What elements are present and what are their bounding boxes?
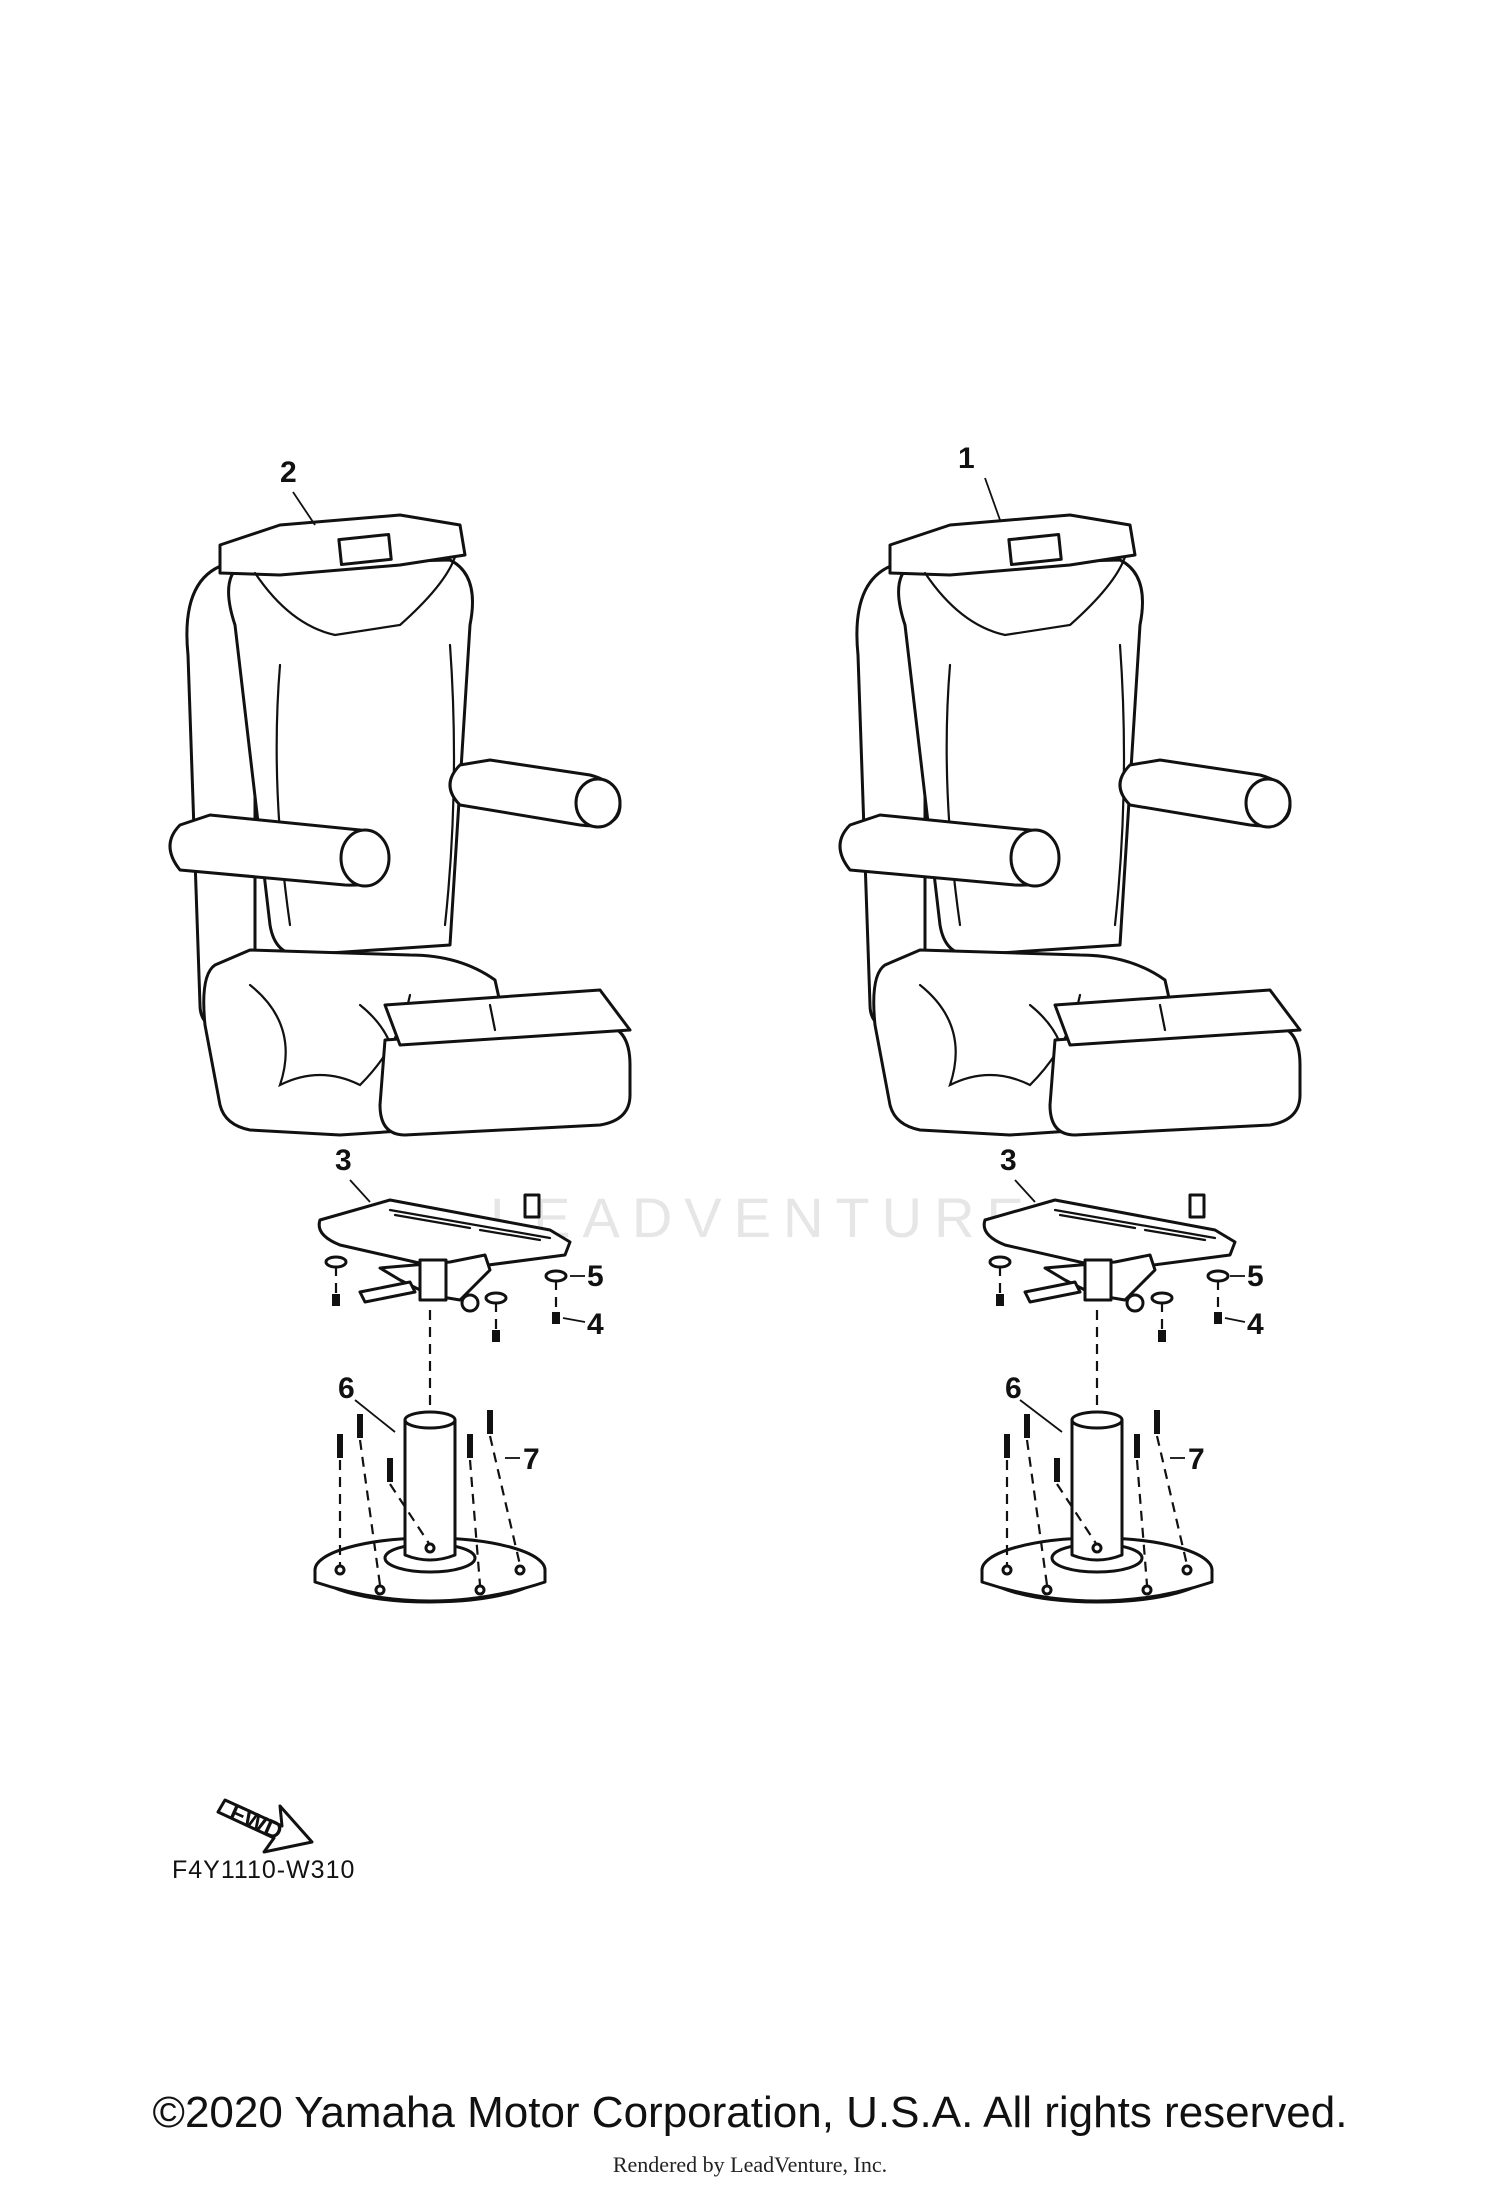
seat-assembly-right (838, 513, 1302, 1137)
callout-swivel-right: 3 (1000, 1144, 1017, 1177)
callout-labels: 2 1 3 3 5 5 4 4 6 6 7 7 (280, 442, 1264, 1476)
callout-nut-right: 4 (1247, 1308, 1264, 1341)
callout-pedestal-left: 6 (338, 1372, 355, 1405)
leader-lines (292, 477, 1246, 1459)
callout-washer-right: 5 (1247, 1260, 1264, 1293)
fwd-arrow-icon: FWD (216, 1798, 314, 1854)
swivel-plate-right (982, 1193, 1237, 1313)
callout-seat-left: 2 (280, 456, 297, 489)
callout-nut-left: 4 (587, 1308, 604, 1341)
swivel-plate-left (317, 1193, 572, 1313)
diagram-code: F4Y1110-W310 (172, 1856, 356, 1884)
pedestal-right (980, 1408, 1214, 1604)
callout-pedestal-right: 6 (1005, 1372, 1022, 1405)
fwd-label: FWD (226, 1799, 287, 1846)
callout-screw-right: 7 (1188, 1443, 1205, 1476)
callout-washer-left: 5 (587, 1260, 604, 1293)
callout-screw-left: 7 (523, 1443, 540, 1476)
watermark-text: LEADVENTURE (490, 1186, 1036, 1249)
rendered-by-text: Rendered by LeadVenture, Inc. (612, 2152, 888, 2177)
pedestal-left (313, 1408, 547, 1604)
callout-swivel-left: 3 (335, 1144, 352, 1177)
seat-assembly-left (168, 513, 632, 1137)
callout-seat-right: 1 (958, 442, 975, 475)
copyright-text: ©2020 Yamaha Motor Corporation, U.S.A. A… (152, 2088, 1348, 2137)
